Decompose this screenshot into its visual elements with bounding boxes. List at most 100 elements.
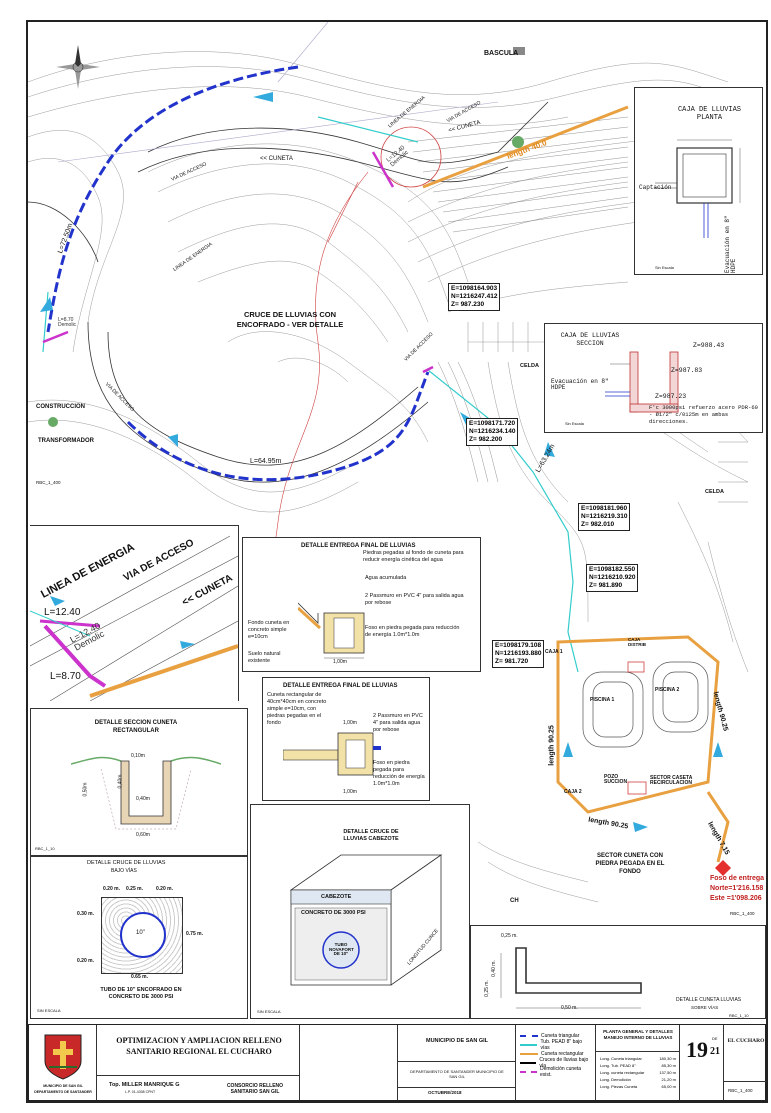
dimension: 0,50m [82, 782, 89, 797]
scale-label: RBC_1_400 [36, 480, 61, 485]
legend-swatch [520, 1052, 538, 1055]
legend-item: Tub. PEAD 8" bajo vías [520, 1038, 591, 1051]
legend-item: Cuneta triangular [520, 1031, 591, 1040]
label-transformador: TRANSFORMADOR [38, 438, 94, 444]
title-block-sheet-cell: PLANTA GENERAL Y DETALLES MANEJO INTERNO… [596, 1025, 680, 1100]
legend-item: Demolición cuneta exist. [520, 1066, 591, 1078]
foso-marker [715, 860, 731, 876]
demolic-label: L=8.70 Demolic [58, 317, 77, 328]
quantity-row: Long. Tub. PEAD 8"85,30 m [600, 1062, 676, 1069]
title-block-logo-cell: MUNICIPIO DE SAN GIL DEPARTAMENTO DE SAN… [29, 1025, 97, 1100]
power-lines [57, 22, 499, 163]
label-z: Z=987.83 [671, 367, 703, 374]
scale-label: RBC_1_10 [35, 846, 55, 851]
detalle-cuneta-lluvias-panel: 0,25 m. 0,40 m. 0,50 m. 0,25 m. DETALLE … [470, 925, 766, 1019]
legend-swatch [520, 1061, 537, 1064]
label-caja-2: CAJA 2 [564, 789, 582, 795]
caja-distrib-box [627, 661, 645, 673]
detalle-entrega-1-panel: DETALLE ENTREGA FINAL DE LLUVIAS Piedras… [242, 537, 481, 672]
label-concreto: CONCRETO DE 3000 PSI [301, 910, 366, 916]
note: Agua acumulada [365, 575, 407, 581]
divider [596, 1051, 679, 1052]
scale-label: RBC_1_400 [728, 1088, 753, 1093]
title-block-client-cell: MUNICIPIO DE SAN GIL DEPARTAMENTO DE SAN… [398, 1025, 516, 1100]
label-sector-cuneta: SECTOR CUNETA CON PIEDRA PEGADA EN EL FO… [595, 853, 665, 875]
entrega-2-drawing [283, 732, 381, 776]
dimension: 0.75 m. [186, 931, 203, 937]
note: Foso en piedra pegada para reducción de … [365, 625, 460, 638]
legend-label: Cruces de lluvias bajo vía [539, 1056, 589, 1069]
label-z: Z=988.43 [693, 342, 725, 349]
panel-subtitle: SOBRE VÍAS [691, 1005, 719, 1010]
sheet-total: 21 [710, 1046, 720, 1057]
label-piscina-1: PISCINA 1 [590, 697, 615, 703]
tubo-title: TUBO DE 10" ENCOFRADO EN CONCRETO DE 300… [100, 987, 182, 1000]
caja-planta-panel: CAJA DE LLUVIAS PLANTA Captación Evacuac… [634, 87, 763, 275]
title-block-number-cell: 19 DE 21 [680, 1025, 724, 1100]
drawing-frame [26, 20, 768, 1103]
dimension: 0,40m [136, 796, 150, 802]
panel-title: DETALLE ENTREGA FINAL DE LLUVIAS [301, 543, 416, 549]
dimension: 0.20 m. [156, 886, 173, 892]
label-ch: CH [510, 898, 519, 904]
label-cabezote: CABEZOTE [321, 894, 352, 900]
site-plan-map [28, 22, 749, 903]
label-celda: CELDA [520, 363, 539, 369]
panel-title: DETALLE CRUCE DE LLUVIAS CABEZOTE [343, 829, 399, 842]
label-este: Este =1'098.206 [710, 895, 762, 902]
note: Foso en piedra pegada para reducción de … [373, 760, 425, 787]
legend-label: Tub. PEAD 8" bajo vías [540, 1038, 583, 1051]
detalle-cruce-panel: DETALLE CRUCE DE LLUVIAS BAJO VÍAS 10" 0… [30, 856, 248, 1019]
topographer-license: L.P. 01-4308 CPNT [125, 1090, 156, 1094]
title-block-project-cell: OPTIMIZACION Y AMPLIACION RELLENO SANITA… [97, 1025, 300, 1100]
caja-planta-drawing [655, 139, 741, 238]
cabezote-drawing [289, 854, 443, 986]
seccion-drawing [71, 756, 221, 830]
quantity-value: 65,00 m [661, 1084, 676, 1089]
org-name: MUNICIPIO DE SAN GIL [43, 1084, 83, 1088]
concrete-encasing: 10" [101, 897, 183, 974]
divider [724, 1081, 767, 1082]
sheet-number: 19 [686, 1037, 708, 1062]
dimension: 0,25 m. [483, 980, 490, 997]
panel-title: DETALLE CRUCE DE LLUVIAS [87, 860, 166, 866]
dimension: 0.20 m. [103, 886, 120, 892]
length-label: L=12.40 [44, 607, 81, 618]
dimension: 0,60m [136, 832, 150, 838]
panel-title: CAJA DE LLUVIAS SECCION [560, 332, 620, 347]
label-celda: CELDA [705, 489, 724, 495]
dimension: 0.65 m. [131, 974, 148, 980]
date: OCTUBRE/2018 [428, 1090, 462, 1095]
dimension: 0,25 m. [501, 933, 518, 939]
zoom-detail-drawing [30, 535, 238, 701]
length-label: L=64.95m [250, 458, 282, 465]
caseta-box [627, 781, 647, 795]
scale-label: Sin Escala [655, 265, 674, 270]
length-label: length 90.25 [548, 725, 556, 766]
panel-subtitle: BAJO VÍAS [111, 868, 137, 874]
access-roads [28, 101, 549, 483]
coat-of-arms-icon [44, 1034, 82, 1080]
panel-title: DETALLE ENTREGA FINAL DE LLUVIAS [283, 683, 398, 689]
dimension: 0,40 m. [490, 960, 497, 977]
panel-title: DETALLE SECCION CUNETA RECTANGULAR [94, 720, 178, 734]
legend-item: Cruces de lluvias bajo vía [520, 1056, 591, 1069]
divider [398, 1087, 515, 1088]
sheet-title: PLANTA GENERAL Y DETALLES MANEJO INTERNO… [603, 1029, 673, 1040]
quantity-label: Long. cuneta rectangular [600, 1070, 645, 1075]
note: 2 Passmuro en PVC 4" para salida agua po… [365, 593, 464, 606]
panel-title: DETALLE CUNETA LLUVIAS [676, 997, 742, 1003]
cuneta-triangular-lines [46, 65, 430, 482]
title-block-place-cell: EL CUCHARO RBC_1_400 [724, 1025, 767, 1100]
sheet-of-label: DE [712, 1036, 718, 1041]
quantity-value: 21,20 m [661, 1077, 676, 1082]
